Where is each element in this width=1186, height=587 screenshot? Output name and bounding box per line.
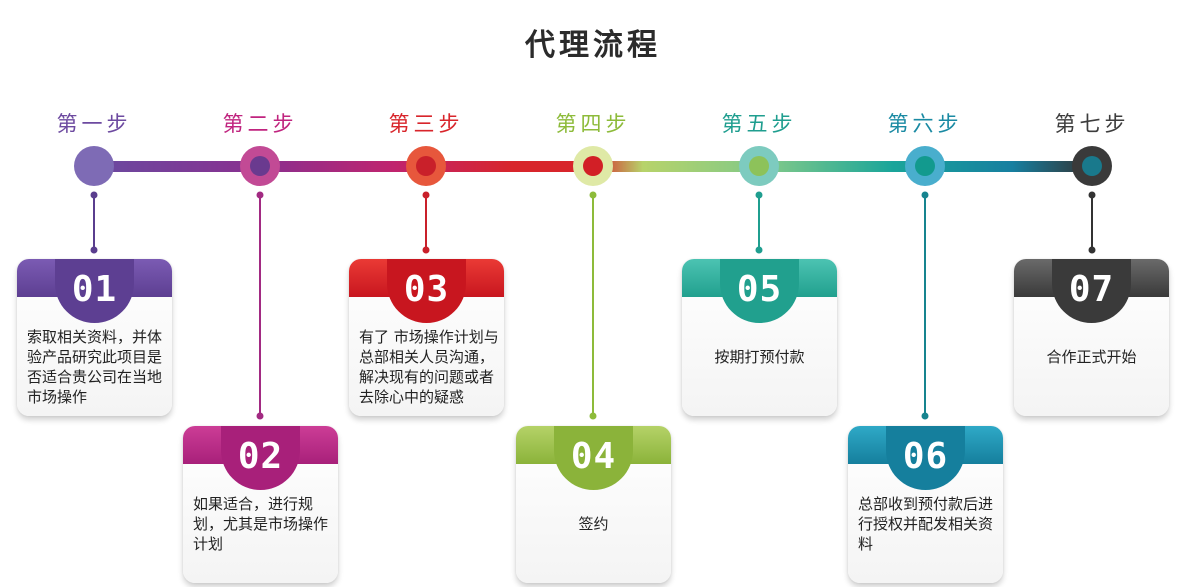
step-label-2: 第二步 xyxy=(222,112,298,136)
step-description-2: 如果适合，进行规划，尤其是市场操作计划 xyxy=(193,495,329,553)
step-card-2: 02 如果适合，进行规划，尤其是市场操作计划 xyxy=(183,426,338,583)
step-number-7: 07 xyxy=(1068,269,1115,310)
step-card-1: 01 索取相关资料，并体验产品研究此项目是否适合贵公司在当地市场操作 xyxy=(17,259,172,416)
step-node-6 xyxy=(905,146,945,420)
step-description-1: 索取相关资料，并体验产品研究此项目是否适合贵公司在当地市场操作 xyxy=(27,328,163,406)
step-number-3: 03 xyxy=(403,269,450,310)
step-card-6: 06 总部收到预付款后进行授权并配发相关资料 xyxy=(848,426,1003,583)
step-description-3: 有了 市场操作计划与总部相关人员沟通，解决现有的问题或者去除心中的疑惑 xyxy=(359,328,499,406)
step-node-1 xyxy=(74,146,114,254)
step-number-1: 01 xyxy=(71,269,118,310)
step-number-4: 04 xyxy=(570,436,617,477)
step-node-4 xyxy=(573,146,613,420)
step-node-7 xyxy=(1072,146,1112,254)
step-label-7: 第七步 xyxy=(1054,112,1130,136)
step-label-6: 第六步 xyxy=(887,112,963,136)
step-node-2 xyxy=(240,146,280,420)
step-description-6: 总部收到预付款后进行授权并配发相关资料 xyxy=(858,495,994,553)
step-label-1: 第一步 xyxy=(56,112,132,136)
step-card-3: 03 有了 市场操作计划与总部相关人员沟通，解决现有的问题或者去除心中的疑惑 xyxy=(349,259,504,416)
step-description-7: 合作正式开始 xyxy=(1046,348,1137,366)
step-description-4: 签约 xyxy=(578,515,609,533)
step-number-5: 05 xyxy=(736,269,783,310)
step-card-5: 05 按期打预付款 xyxy=(682,259,837,416)
page-title: 代理流程 xyxy=(525,28,661,63)
step-label-3: 第三步 xyxy=(388,112,464,136)
step-card-4: 04 签约 xyxy=(516,426,671,583)
step-label-4: 第四步 xyxy=(555,112,631,136)
step-label-5: 第五步 xyxy=(721,112,797,136)
step-number-2: 02 xyxy=(237,436,284,477)
step-number-6: 06 xyxy=(902,436,949,477)
step-card-7: 07 合作正式开始 xyxy=(1014,259,1169,416)
step-description-5: 按期打预付款 xyxy=(714,348,805,366)
step-node-5 xyxy=(739,146,779,254)
step-node-3 xyxy=(406,146,446,254)
